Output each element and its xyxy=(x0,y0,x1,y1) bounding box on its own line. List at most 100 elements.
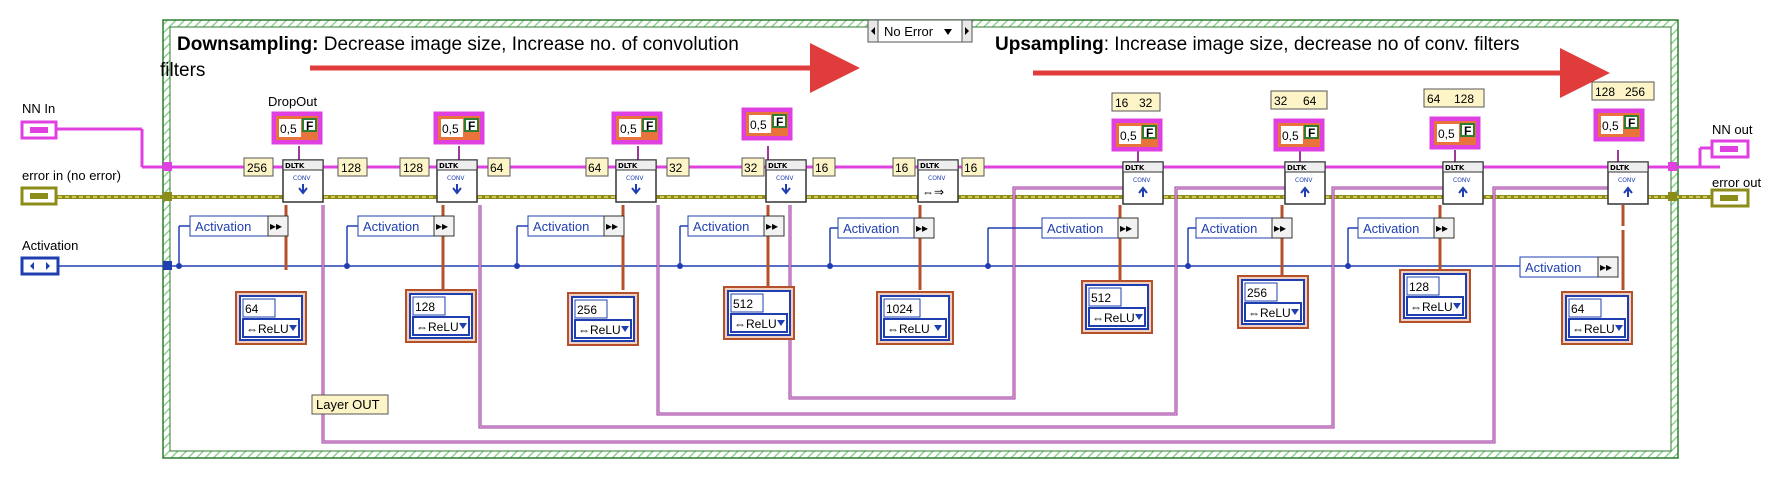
filters-control[interactable]: 128 ⇔ReLU xyxy=(405,289,477,343)
size-out-indicator: 128 xyxy=(337,157,368,177)
conv-node[interactable]: DLTK CONV xyxy=(1607,161,1649,205)
conv-icon-top: DLTK xyxy=(439,162,459,170)
filters-value: 128 xyxy=(415,300,435,314)
unbundle-icon: ▸▸ xyxy=(766,219,778,233)
dropout-value: 0,5 xyxy=(750,118,767,132)
conv-icon-label: CONV xyxy=(928,175,946,182)
dropout-control[interactable]: 0,5 F xyxy=(741,107,793,141)
conv-node[interactable]: DLTK CONV xyxy=(1442,161,1484,205)
unbundle-icon: ▸▸ xyxy=(270,219,282,233)
conv-icon-label: CONV xyxy=(776,175,794,182)
dropdown-icon xyxy=(1453,303,1461,309)
error-in-terminal[interactable]: error in (no error) xyxy=(20,168,121,206)
dropout-control[interactable]: 0,5 F xyxy=(433,111,485,145)
size-out-value: 128 xyxy=(341,161,361,175)
conv-node[interactable]: DLTK CONV xyxy=(1284,161,1326,205)
conv-node[interactable]: DLTK CONV xyxy=(1122,161,1164,205)
dropdown-icon xyxy=(289,325,297,331)
filters-control[interactable]: 64 ⇔ReLU xyxy=(1561,291,1633,345)
filters-control[interactable]: 1024 ⇔ReLU xyxy=(876,291,954,345)
conv-node[interactable]: DLTK CONV xyxy=(765,159,807,203)
dropout-flag: F xyxy=(468,119,475,133)
conv-icon-label: CONV xyxy=(1133,177,1151,184)
conv-node[interactable]: DLTK CONV xyxy=(436,159,478,203)
size-b-value: 128 xyxy=(1454,92,1474,106)
conv-icon-label: CONV xyxy=(447,175,465,182)
size-in-indicator: 128 xyxy=(399,157,430,177)
ring-value: ⇔ReLU xyxy=(246,322,289,336)
conv-block-up-2: 32 64 0,5 F DLTK CONV Activation ▸▸ xyxy=(1187,90,1328,329)
filters-control[interactable]: 256 ⇔ReLU xyxy=(1237,275,1309,329)
dropout-control[interactable]: 0,5 F xyxy=(1429,116,1481,150)
size-in-value: 16 xyxy=(895,161,909,175)
error-in-label: error in (no error) xyxy=(22,168,121,183)
activation-tunnel-left xyxy=(163,261,172,270)
dropout-flag: F xyxy=(1308,126,1315,140)
nn-out-terminal[interactable]: NN out xyxy=(1710,122,1753,159)
size-in-value: 64 xyxy=(588,161,602,175)
size-out-value: 16 xyxy=(964,161,978,175)
dropdown-icon xyxy=(777,320,785,326)
conv-block-middle: 16 16 DLTK CONV ⇔⇒ Activation ▸▸ 1024 xyxy=(829,157,985,345)
filters-control[interactable]: 512 ⇔ReLU xyxy=(723,286,795,340)
unbundle-icon: ▸▸ xyxy=(606,219,618,233)
conv-icon-top: DLTK xyxy=(920,162,940,170)
down-arrow-icon xyxy=(298,184,308,195)
ring-value: ⇔ReLU xyxy=(1092,311,1135,325)
filters-control[interactable]: 512 ⇔ReLU xyxy=(1081,280,1153,334)
up-arrow-icon xyxy=(1458,186,1468,197)
filters-control[interactable]: 256 ⇔ReLU xyxy=(567,292,639,346)
activation-node[interactable]: Activation ▸▸ xyxy=(178,215,289,266)
activation-node[interactable]: Activation ▸▸ xyxy=(987,217,1139,266)
dropout-flag: F xyxy=(1464,124,1471,138)
error-out-terminal[interactable]: error out xyxy=(1710,175,1762,208)
size-a-value: 64 xyxy=(1427,92,1441,106)
dropdown-icon xyxy=(1615,325,1623,331)
down-arrow-icon xyxy=(631,184,641,195)
size-in-indicator: 16 xyxy=(892,157,916,177)
down-arrow-icon xyxy=(452,184,462,195)
dropout-control[interactable]: 0,5 F xyxy=(1111,118,1163,152)
unbundle-icon: ▸▸ xyxy=(916,221,928,235)
activation-node-label: Activation xyxy=(843,221,899,236)
conv-node[interactable]: DLTK CONV xyxy=(615,159,657,203)
layer-out-indicator: Layer OUT xyxy=(311,394,389,415)
up-arrow-icon xyxy=(1138,186,1148,197)
activation-node[interactable]: Activation ▸▸ xyxy=(679,215,785,266)
conv-block-up-4: 128 256 0,5 F DLTK CONV Activation ▸▸ xyxy=(1519,81,1655,345)
conv-node[interactable]: DLTK CONV xyxy=(282,159,324,203)
nn-in-terminal[interactable]: NN In xyxy=(20,101,58,140)
error-case-selector[interactable]: No Error xyxy=(867,19,973,43)
activation-node[interactable]: Activation ▸▸ xyxy=(516,215,625,266)
activation-node[interactable]: Activation ▸▸ xyxy=(346,215,455,266)
activation-node-label: Activation xyxy=(693,219,749,234)
dropdown-icon xyxy=(1291,309,1299,315)
size-in-indicator: 256 xyxy=(243,157,274,177)
ring-value: ⇔ReLU xyxy=(887,322,930,336)
activation-node[interactable]: Activation ▸▸ xyxy=(1187,217,1293,266)
error-tunnel-right xyxy=(1668,192,1677,201)
conv-node[interactable]: DLTK CONV ⇔⇒ xyxy=(917,159,959,203)
conv-block-down-3: 0,5 F 64 32 DLTK CONV Activation ▸▸ xyxy=(516,111,690,346)
activation-node-label: Activation xyxy=(1201,221,1257,236)
filters-control[interactable]: 64 ⇔ReLU xyxy=(235,291,307,345)
dropout-control[interactable]: 0,5 F xyxy=(611,111,663,145)
filters-control[interactable]: 128 ⇔ReLU xyxy=(1399,269,1471,323)
activation-node[interactable]: Activation ▸▸ xyxy=(1347,217,1455,266)
dropout-control[interactable]: 0,5 F xyxy=(1593,108,1645,142)
size-a-value: 32 xyxy=(1274,94,1288,108)
downsampling-text: Decrease image size, Increase no. of con… xyxy=(318,34,738,55)
size-b-value: 64 xyxy=(1303,94,1317,108)
activation-node[interactable]: Activation ▸▸ xyxy=(1519,256,1619,278)
conv-block-up-3: 64 128 0,5 F DLTK CONV Activation ▸▸ xyxy=(1347,88,1485,323)
dropout-control[interactable]: 0,5 F xyxy=(1273,118,1325,152)
conv-block-down-4: 0,5 F 32 16 DLTK CONV Activation ▸▸ xyxy=(679,107,836,340)
ring-value: ⇔ReLU xyxy=(416,320,459,334)
dropout-control[interactable]: 0,5 F xyxy=(271,111,323,145)
activation-terminal[interactable]: Activation xyxy=(20,238,78,276)
conv-icon-top: DLTK xyxy=(768,162,788,170)
activation-node[interactable]: Activation ▸▸ xyxy=(829,217,935,266)
dropdown-icon xyxy=(459,323,467,329)
error-tunnel-left xyxy=(163,192,172,201)
dropdown-icon xyxy=(934,325,942,331)
